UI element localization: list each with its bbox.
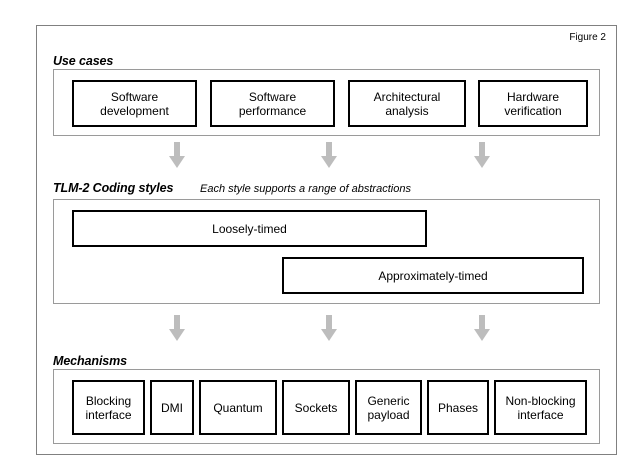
section-note-coding-styles: Each style supports a range of abstracti… bbox=[200, 183, 411, 195]
arrow-head bbox=[474, 329, 490, 341]
use-case-box-architectural-analysis[interactable]: Architectural analysis bbox=[348, 80, 466, 127]
coding-style-box-approximately-timed[interactable]: Approximately-timed bbox=[282, 257, 584, 294]
coding-style-label-loosely-timed: Loosely-timed bbox=[212, 221, 287, 236]
mechanism-box-quantum[interactable]: Quantum bbox=[199, 380, 277, 435]
mechanism-label-quantum: Quantum bbox=[213, 400, 263, 415]
coding-style-box-loosely-timed[interactable]: Loosely-timed bbox=[72, 210, 427, 247]
section-heading-coding-styles: TLM-2 Coding styles bbox=[53, 181, 174, 195]
section-heading-use-cases: Use cases bbox=[53, 54, 114, 68]
arrow-usecases-to-styles-3 bbox=[474, 142, 490, 168]
arrow-head bbox=[169, 329, 185, 341]
use-case-box-software-development[interactable]: Software development bbox=[72, 80, 197, 127]
arrow-shaft bbox=[326, 315, 332, 330]
arrow-shaft bbox=[479, 315, 485, 330]
use-cases-group: Software development Software performanc… bbox=[53, 69, 600, 136]
mechanism-label-dmi: DMI bbox=[161, 400, 183, 415]
mechanism-label-blocking-interface: Blocking interface bbox=[85, 393, 132, 422]
arrow-shaft bbox=[326, 142, 332, 157]
section-heading-mechanisms: Mechanisms bbox=[53, 354, 128, 368]
arrow-styles-to-mechanisms-2 bbox=[321, 315, 337, 341]
arrow-head bbox=[321, 329, 337, 341]
use-case-box-software-performance[interactable]: Software performance bbox=[210, 80, 335, 127]
arrow-shaft bbox=[174, 142, 180, 157]
mechanism-box-dmi[interactable]: DMI bbox=[150, 380, 194, 435]
mechanism-box-non-blocking-interface[interactable]: Non-blocking interface bbox=[494, 380, 587, 435]
mechanism-label-phases: Phases bbox=[437, 400, 479, 415]
mechanism-box-blocking-interface[interactable]: Blocking interface bbox=[72, 380, 145, 435]
figure-outer-frame: Figure 2 Use cases Software development … bbox=[36, 25, 617, 455]
figure-caption-label: Figure 2 bbox=[569, 32, 606, 43]
coding-style-label-approximately-timed: Approximately-timed bbox=[378, 268, 488, 283]
arrow-styles-to-mechanisms-3 bbox=[474, 315, 490, 341]
mechanisms-group: Blocking interface DMI Quantum Sockets G… bbox=[53, 369, 600, 444]
arrow-head bbox=[474, 156, 490, 168]
mechanism-label-generic-payload: Generic payload bbox=[367, 393, 410, 422]
mechanism-box-generic-payload[interactable]: Generic payload bbox=[355, 380, 422, 435]
use-case-label-hardware-verification: Hardware verification bbox=[504, 89, 562, 118]
arrow-head bbox=[321, 156, 337, 168]
use-case-label-architectural-analysis: Architectural analysis bbox=[373, 89, 441, 118]
arrow-head bbox=[169, 156, 185, 168]
use-case-label-software-development: Software development bbox=[100, 89, 169, 118]
use-case-label-software-performance: Software performance bbox=[238, 89, 307, 118]
mechanism-box-sockets[interactable]: Sockets bbox=[282, 380, 350, 435]
arrow-usecases-to-styles-1 bbox=[169, 142, 185, 168]
arrow-usecases-to-styles-2 bbox=[321, 142, 337, 168]
arrow-shaft bbox=[174, 315, 180, 330]
mechanism-box-phases[interactable]: Phases bbox=[427, 380, 489, 435]
mechanism-label-non-blocking-interface: Non-blocking interface bbox=[505, 393, 576, 422]
arrow-shaft bbox=[479, 142, 485, 157]
arrow-styles-to-mechanisms-1 bbox=[169, 315, 185, 341]
use-case-box-hardware-verification[interactable]: Hardware verification bbox=[478, 80, 588, 127]
coding-styles-group: Loosely-timed Approximately-timed bbox=[53, 199, 600, 304]
mechanism-label-sockets: Sockets bbox=[294, 400, 338, 415]
